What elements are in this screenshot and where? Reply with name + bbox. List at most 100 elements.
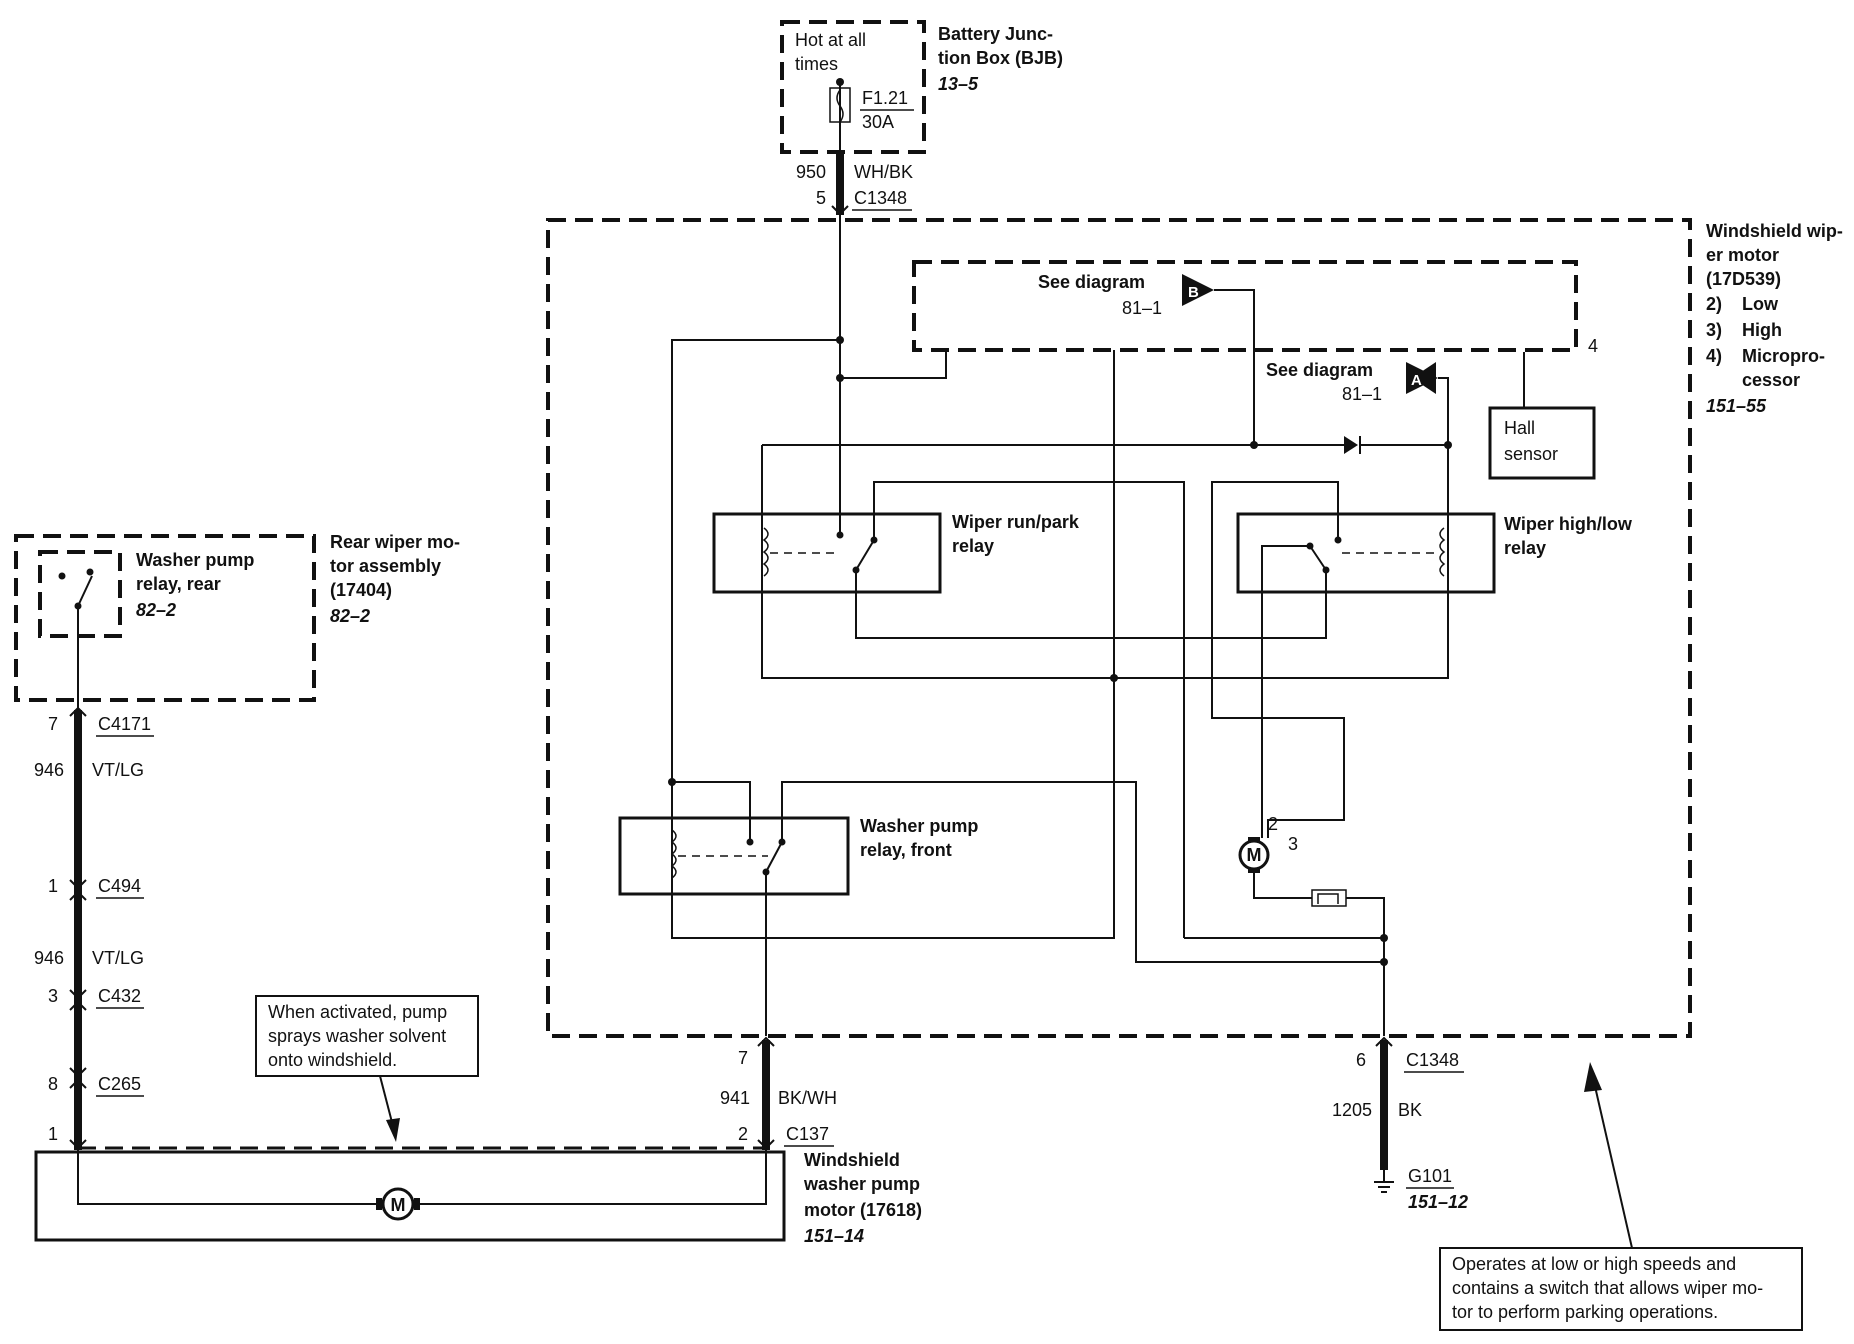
washer-motor-m: M <box>391 1195 406 1215</box>
rear-relay-line2: relay, rear <box>136 574 221 594</box>
rear-relay-ref: 82–2 <box>136 600 176 620</box>
mid-wire-connector: C137 <box>786 1124 829 1144</box>
motor-item-2-num: 2) <box>1706 294 1722 314</box>
diode-icon <box>1344 436 1358 454</box>
top-wire: 950 WH/BK 5 C1348 <box>796 152 913 216</box>
motor-pin-2: 2 <box>1268 814 1278 834</box>
pump-note: When activated, pump sprays washer solve… <box>255 995 479 1142</box>
see-a-ref: 81–1 <box>1342 384 1382 404</box>
run-park-line1: Wiper run/park <box>952 512 1080 532</box>
relay-coil-icon <box>762 527 769 577</box>
high-low-line1: Wiper high/low <box>1504 514 1633 534</box>
left-circuit-1: 946 <box>34 760 64 780</box>
top-wire-connector: C1348 <box>854 188 907 208</box>
bjb-hot-line1: Hot at all <box>795 30 866 50</box>
top-wire-color: WH/BK <box>854 162 913 182</box>
washer-front-line1: Washer pump <box>860 816 978 836</box>
c432-label: C432 <box>98 986 141 1006</box>
park-switch-icon <box>1311 889 1347 907</box>
battery-junction-box: Hot at all times F1.21 30A Battery Junc-… <box>780 20 1063 154</box>
motor-title-line3: (17D539) <box>1706 269 1781 289</box>
washer-motor-line1: Windshield <box>804 1150 900 1170</box>
motor-item-3-text: High <box>1742 320 1782 340</box>
motor-title-line2: er motor <box>1706 245 1779 265</box>
rear-relay-line1: Washer pump <box>136 550 254 570</box>
hall-line1: Hall <box>1504 418 1535 438</box>
c265-label: C265 <box>98 1074 141 1094</box>
rear-assembly-line1: Rear wiper mo- <box>330 532 460 552</box>
see-a-text: See diagram <box>1266 360 1373 380</box>
rear-wiper-assembly: Washer pump relay, rear 82–2 Rear wiper … <box>14 532 460 702</box>
fuse-label: F1.21 <box>862 88 908 108</box>
motor-note: Operates at low or high speeds and conta… <box>1439 1062 1803 1331</box>
see-b-text: See diagram <box>1038 272 1145 292</box>
motor-title-line1: Windshield wip- <box>1706 221 1843 241</box>
see-b-ref: 81–1 <box>1122 298 1162 318</box>
gnd-wire-color: BK <box>1398 1100 1422 1120</box>
bjb-title-line2: tion Box (BJB) <box>938 48 1063 68</box>
motor-item-4-num: 4) <box>1706 346 1722 366</box>
flag-b-letter: B <box>1188 284 1199 301</box>
washer-motor-line3: motor (17618) <box>804 1200 922 1220</box>
wiper-high-low-relay: Wiper high/low relay <box>1236 512 1633 594</box>
c265-pin: 8 <box>48 1074 58 1094</box>
mid-wire-pin2: 2 <box>738 1124 748 1144</box>
top-wire-circuit: 950 <box>796 162 826 182</box>
arrow-icon <box>386 1118 400 1142</box>
see-diagram-b: See diagram 81–1 B <box>1038 272 1255 445</box>
c4171-label: C4171 <box>98 714 151 734</box>
c494-label: C494 <box>98 876 141 896</box>
note-motor-line2: contains a switch that allows wiper mo- <box>1452 1278 1763 1298</box>
left-wire: 7 C4171 946 VT/LG 1 C494 946 VT/LG 3 C43… <box>34 706 154 1150</box>
wiper-motor-enclosure <box>546 218 1692 1038</box>
washer-front-line2: relay, front <box>860 840 952 860</box>
ground-label: G101 <box>1408 1166 1452 1186</box>
c137-pin-left: 1 <box>48 1124 58 1144</box>
note-pump-line2: sprays washer solvent <box>268 1026 446 1046</box>
relay-coil-icon-3 <box>670 829 677 879</box>
relay-coil-icon-2 <box>1439 527 1446 577</box>
high-low-line2: relay <box>1504 538 1546 558</box>
note-pump-line3: onto windshield. <box>268 1050 397 1070</box>
hall-line2: sensor <box>1504 444 1558 464</box>
arrow-icon-2 <box>1584 1062 1602 1092</box>
bjb-title-line1: Battery Junc- <box>938 24 1053 44</box>
rear-assembly-line2: tor assembly <box>330 556 441 576</box>
middle-wire: 7 941 BK/WH 2 C137 <box>720 1036 837 1150</box>
motor-pin-3: 3 <box>1288 834 1298 854</box>
washer-pump-relay-front: Washer pump relay, front <box>618 816 978 896</box>
ground-wire: 6 C1348 1205 BK G101 151–12 <box>1332 1036 1468 1212</box>
wiper-motor-m: M 2 3 <box>1238 814 1298 873</box>
mid-wire-color: BK/WH <box>778 1088 837 1108</box>
left-color-1: VT/LG <box>92 760 144 780</box>
washer-motor-line2: washer pump <box>803 1174 920 1194</box>
wiper-motor-label: Windshield wip- er motor (17D539) 2) Low… <box>1706 221 1843 416</box>
mid-wire-circuit: 941 <box>720 1088 750 1108</box>
rear-assembly-ref: 82–2 <box>330 606 370 626</box>
gnd-wire-circuit: 1205 <box>1332 1100 1372 1120</box>
wiper-run-park-relay: Wiper run/park relay <box>712 512 1080 594</box>
motor-ref: 151–55 <box>1706 396 1767 416</box>
fuse-amps: 30A <box>862 112 894 132</box>
motor-m-letter: M <box>1247 845 1262 865</box>
mid-wire-pin7: 7 <box>738 1048 748 1068</box>
left-color-2: VT/LG <box>92 948 144 968</box>
washer-pump-motor: M Windshield washer pump motor (17618) 1… <box>34 1146 922 1246</box>
rear-relay-box <box>38 550 122 638</box>
bjb-hot-line2: times <box>795 54 838 74</box>
bjb-ref: 13–5 <box>938 74 979 94</box>
left-circuit-2: 946 <box>34 948 64 968</box>
top-wire-pin: 5 <box>816 188 826 208</box>
gnd-wire-pin: 6 <box>1356 1050 1366 1070</box>
motor-item-3-num: 3) <box>1706 320 1722 340</box>
motor-item-4-text: Micropro- <box>1742 346 1825 366</box>
see-diagram-a: See diagram 81–1 A <box>1266 360 1449 445</box>
c494-pin: 1 <box>48 876 58 896</box>
rear-assembly-line3: (17404) <box>330 580 392 600</box>
note-motor-line1: Operates at low or high speeds and <box>1452 1254 1736 1274</box>
note-pump-line1: When activated, pump <box>268 1002 447 1022</box>
gnd-wire-connector: C1348 <box>1406 1050 1459 1070</box>
microprocessor-box <box>912 260 1578 352</box>
note-motor-line3: tor to perform parking operations. <box>1452 1302 1718 1322</box>
